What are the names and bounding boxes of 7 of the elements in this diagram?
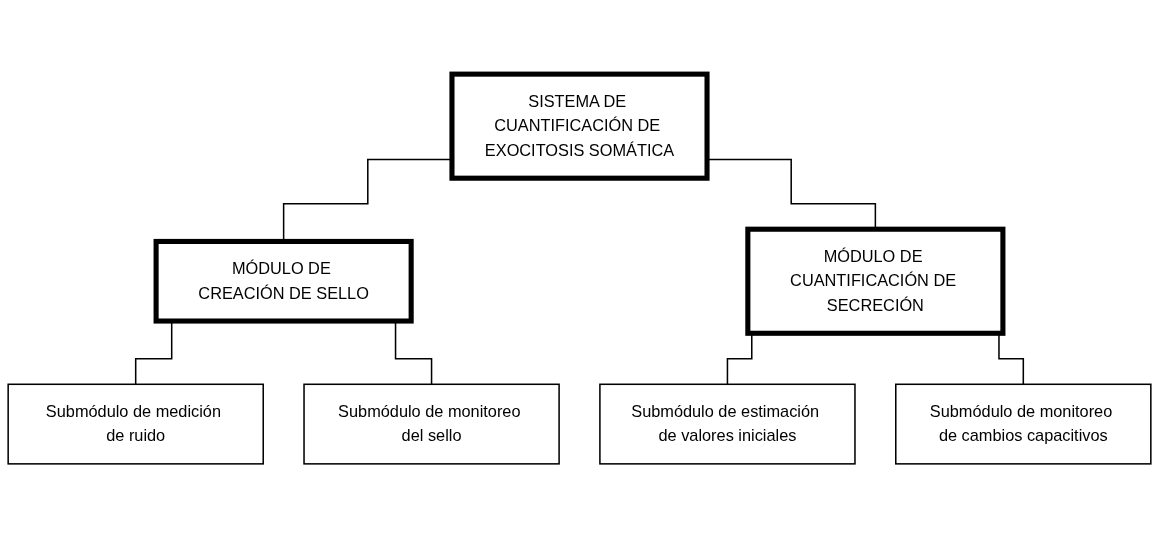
node-box: Submódulo de estimación de valores iniciales [599,383,856,465]
node-box: SISTEMA DE CUANTIFICACIÓN DE EXOCITOSIS SOMÁTICA [449,71,710,181]
node-box: MÓDULO DE CREACIÓN DE SELLO [153,238,414,324]
node-box: Submódulo de monitoreo de cambios capacitivos [895,383,1152,465]
node-box: Submódulo de monitoreo del sello [303,383,560,465]
node-box: MÓDULO DE CUANTIFICACIÓN DE SECRECIÓN [745,226,1006,336]
node-box: Submódulo de medición de ruido [7,383,264,465]
